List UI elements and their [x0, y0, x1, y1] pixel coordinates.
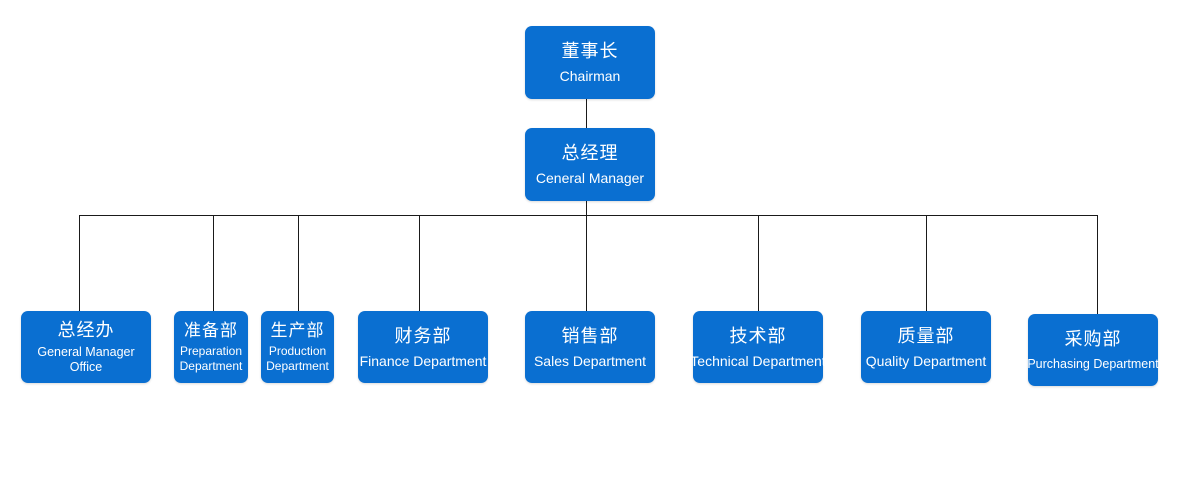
node-technical-zh: 技术部: [729, 325, 787, 347]
node-chairman-en: Chairman: [559, 68, 621, 84]
node-production-zh: 生产部: [270, 321, 325, 341]
node-sales-en: Sales Department: [533, 352, 647, 369]
node-technical-en: Technical Department: [690, 352, 826, 369]
node-finance-zh: 财务部: [394, 325, 452, 347]
node-general-manager-office: 总经办 General Manager Office: [21, 311, 151, 383]
node-chairman-zh: 董事长: [561, 41, 619, 62]
node-finance-en: Finance Department: [359, 352, 487, 369]
node-sales-department: 销售部 Sales Department: [525, 311, 655, 383]
node-technical-department: 技术部 Technical Department: [690, 311, 826, 383]
node-general-manager-en: Ceneral Manager: [535, 170, 645, 186]
node-production-department: 生产部 Production Department: [261, 311, 334, 383]
node-sales-zh: 销售部: [561, 325, 619, 347]
node-general-manager: 总经理 Ceneral Manager: [525, 128, 655, 201]
node-general-manager-zh: 总经理: [561, 143, 619, 164]
node-preparation-en: Preparation Department: [179, 344, 243, 373]
node-finance-department: 财务部 Finance Department: [358, 311, 488, 383]
node-gm-office-zh: 总经办: [57, 319, 115, 341]
node-quality-department: 质量部 Quality Department: [861, 311, 991, 383]
node-production-en: Production Department: [266, 344, 329, 373]
node-purchasing-department: 采购部 Purchasing Department: [1027, 314, 1159, 386]
node-purchasing-zh: 采购部: [1064, 328, 1122, 350]
node-quality-en: Quality Department: [865, 352, 987, 369]
node-chairman: 董事长 Chairman: [525, 26, 655, 99]
node-preparation-department: 准备部 Preparation Department: [174, 311, 248, 383]
node-preparation-zh: 准备部: [184, 321, 238, 341]
node-quality-zh: 质量部: [897, 325, 955, 347]
node-gm-office-en: General Manager Office: [37, 344, 135, 374]
node-purchasing-en: Purchasing Department: [1027, 356, 1159, 371]
